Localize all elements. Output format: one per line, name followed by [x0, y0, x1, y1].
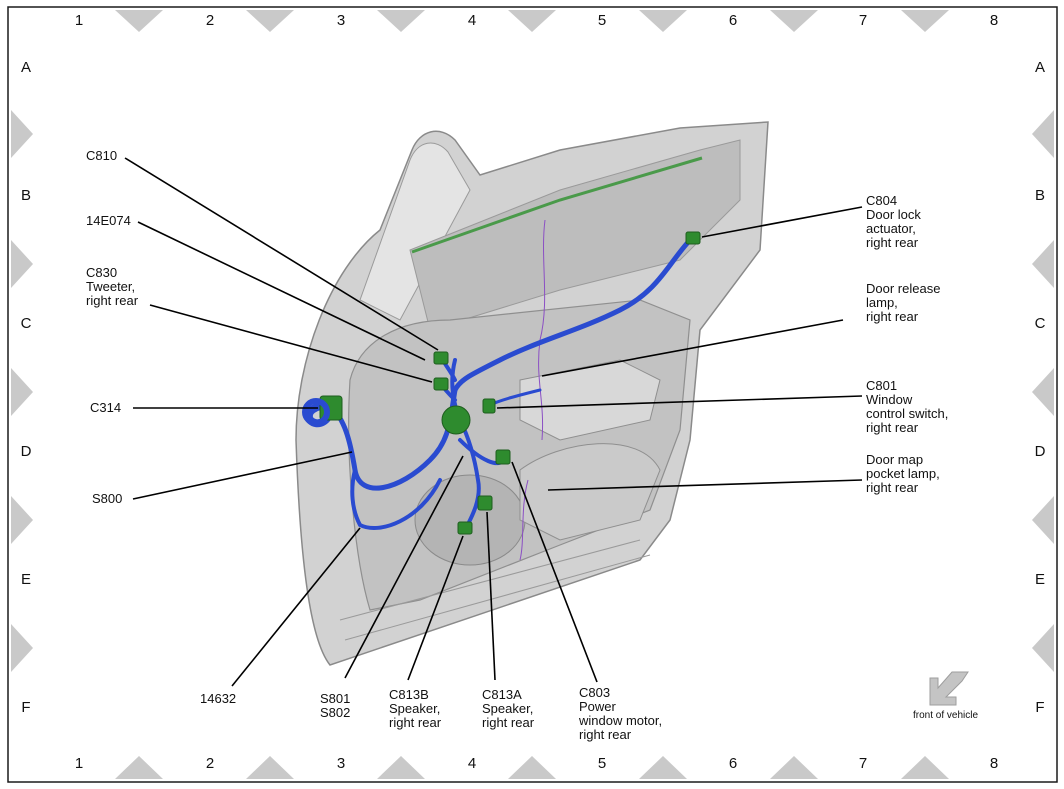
grid-col-2-top: 2	[205, 12, 215, 29]
grid-col-1-top: 1	[74, 12, 84, 29]
callout-c813b: C813B Speaker, right rear	[389, 687, 442, 730]
callout-c810: C810	[86, 148, 118, 163]
grid-col-3-top: 3	[336, 12, 346, 29]
grid-col-1-bottom: 1	[74, 755, 84, 772]
grid-col-8-top: 8	[989, 12, 999, 29]
grid-row-d-right: D	[1034, 443, 1046, 460]
grid-row-f-right: F	[1035, 699, 1045, 716]
callout-s801-s802: S801 S802	[320, 691, 351, 720]
bottom-grid-markers	[115, 756, 949, 779]
callout-14632: 14632	[200, 691, 237, 706]
callout-c830: C830 Tweeter, right rear	[86, 265, 139, 308]
callout-14e074: 14E074	[86, 213, 131, 228]
grid-col-7-top: 7	[858, 12, 868, 29]
callout-c803: C803 Power window motor, right rear	[579, 685, 663, 742]
grid-col-4-top: 4	[467, 12, 477, 29]
grid-row-a-right: A	[1034, 59, 1045, 76]
grid-col-3-bottom: 3	[336, 755, 346, 772]
grid-col-7-bottom: 7	[858, 755, 868, 772]
top-grid-markers	[115, 10, 949, 32]
callout-s800: S800	[92, 491, 123, 506]
leader-lines	[124, 157, 863, 687]
grid-col-6-top: 6	[728, 12, 738, 29]
front-of-vehicle-label: front of vehicle	[913, 710, 979, 721]
grid-col-5-top: 5	[597, 12, 607, 29]
callout-door-map-pocket-lamp: Door map pocket lamp, right rear	[866, 452, 940, 495]
left-grid-markers	[11, 110, 33, 672]
grid-col-2-bottom: 2	[205, 755, 215, 772]
callout-c813a: C813A Speaker, right rear	[482, 687, 535, 730]
callout-c801: C801 Window control switch, right rear	[866, 378, 949, 435]
callout-c314: C314	[90, 400, 122, 415]
grid-row-e-left: E	[20, 571, 31, 588]
grid-row-b-right: B	[1034, 187, 1045, 204]
callout-door-release-lamp: Door release lamp, right rear	[866, 281, 941, 324]
grid-row-c-left: C	[20, 315, 32, 332]
rear-door-illustration	[295, 121, 769, 666]
grid-col-8-bottom: 8	[989, 755, 999, 772]
callout-c804: C804 Door lock actuator, right rear	[866, 193, 921, 250]
grid-row-f-left: F	[21, 699, 31, 716]
grid-row-e-right: E	[1034, 571, 1045, 588]
grid-col-5-bottom: 5	[597, 755, 607, 772]
grid-row-c-right: C	[1034, 315, 1046, 332]
front-of-vehicle-arrow	[929, 671, 969, 706]
grid-col-4-bottom: 4	[467, 755, 477, 772]
grid-row-d-left: D	[20, 443, 32, 460]
right-grid-markers	[1032, 110, 1054, 672]
grid-row-a-left: A	[20, 59, 31, 76]
grid-row-b-left: B	[20, 187, 31, 204]
grid-col-6-bottom: 6	[728, 755, 738, 772]
